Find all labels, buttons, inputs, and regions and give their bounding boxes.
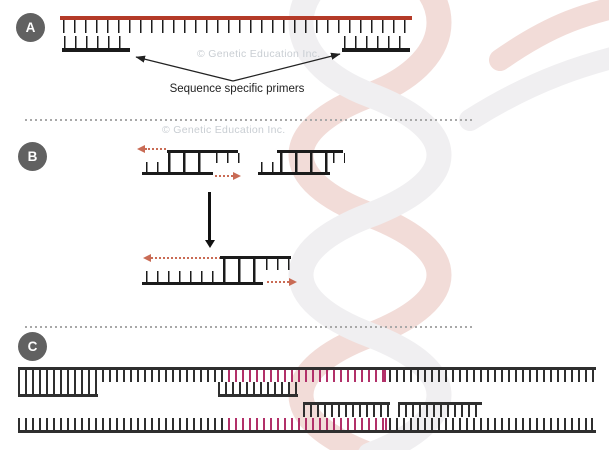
extension-arrow-left-tail [145,148,166,150]
panel-a-badge: A [16,13,45,42]
pointer-to-reverse-primer [232,52,341,82]
upper-fragment1-backbone [18,394,98,397]
panel-b-badge: B [18,142,47,171]
helix-corner-gray [459,47,609,131]
extension-arrow-right-tail [215,175,233,177]
forward-primer-teeth [64,36,128,48]
template-strand-backbone [60,16,412,20]
fragment1-top-backbone [167,149,238,153]
amplicon-top-teeth-right [386,369,596,382]
process-arrow-shaft [208,192,211,240]
upper-fragment2-backbone [218,394,298,397]
fragment2-bottom-backbone [258,171,330,175]
divider-b-c [25,326,475,328]
fragment1-bottom-backbone [142,171,213,175]
product-rungs [223,259,263,282]
reverse-primer-teeth [344,36,408,48]
pointer-to-forward-primer [135,55,234,82]
extension-arrow-left-icon [137,145,145,153]
product-arrow-right-tail [267,281,289,283]
product-arrow-right-icon [289,278,297,286]
product-bottom-overhang-teeth [146,270,219,282]
lower-fragment1-teeth [303,405,390,417]
upper-fragment1-teeth [18,382,98,394]
amplicon-bottom-teeth-right [387,417,596,430]
primer-pointer-lines [135,52,341,82]
watermark-panel-b: © Genetic Education Inc. [162,124,286,136]
fragment2-top-backbone [277,149,343,153]
fragment1-rungs [168,152,213,172]
forward-primer-backbone [62,48,130,52]
amplicon-bottom-teeth-target-region [223,417,387,430]
fragment2-top-overhang-teeth [333,152,345,163]
extension-arrow-right-icon [233,172,241,180]
product-arrow-left-icon [143,253,151,262]
fragment2-rungs [280,152,330,172]
process-arrow-head-icon [204,240,215,248]
product-arrow-left-tail [151,256,221,259]
amplicon-bottom-teeth-left [18,417,223,430]
lower-fragment2-backbone [398,402,482,405]
upper-fragment2-teeth [218,382,298,394]
fragment1-top-overhang-teeth [216,152,240,163]
lower-fragment2-teeth [398,405,482,417]
template-strand-teeth [63,19,411,33]
fragment1-bottom-overhang-teeth [146,161,167,172]
product-top-backbone [220,256,291,259]
product-bottom-backbone [142,281,263,285]
amplicon-top-teeth-target-region [223,369,386,382]
amplicon-top-backbone [18,367,596,370]
amplicon-bottom-backbone [18,430,596,433]
watermark-panel-a: © Genetic Education Inc. [197,48,321,60]
reverse-primer-backbone [342,48,410,52]
primers-caption: Sequence specific primers [169,83,305,95]
amplicon-top-teeth-left [18,369,223,382]
lower-fragment1-backbone [303,402,390,405]
divider-a-b [25,119,475,121]
fragment2-bottom-overhang-teeth [261,161,277,172]
product-top-overhang-teeth [266,259,290,270]
helix-corner-pink [489,0,609,71]
panel-c-badge: C [18,332,47,361]
